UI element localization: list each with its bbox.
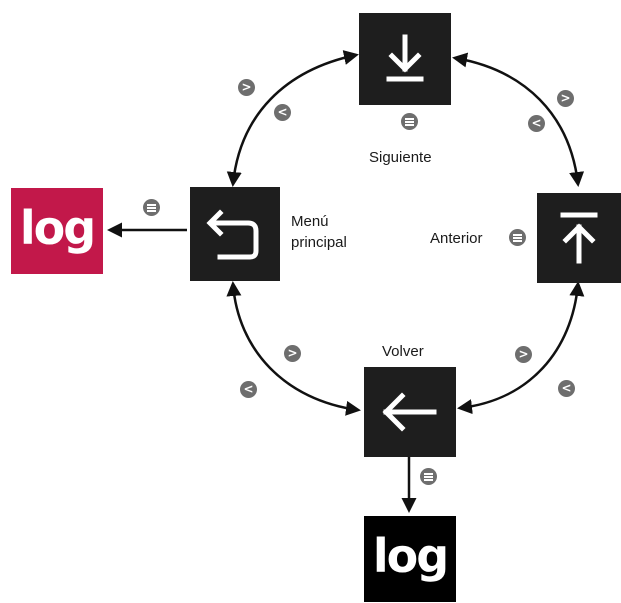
menu-principal-select-badge — [143, 199, 160, 216]
volver-select-badge — [420, 468, 437, 485]
siguiente-label: Siguiente — [369, 149, 432, 166]
upload-arrow-icon — [560, 212, 598, 264]
download-arrow-icon — [386, 34, 424, 82]
arrow-anterior-volver — [457, 281, 585, 415]
next-badge: > — [284, 345, 301, 362]
arrow-siguiente-anterior — [452, 52, 585, 187]
next-badge: > — [557, 90, 574, 107]
prev-badge: < — [240, 381, 257, 398]
volver-label: Volver — [382, 343, 424, 360]
menu-logo: log — [11, 188, 103, 274]
menu-principal-label: Menú principal — [291, 211, 347, 253]
anterior-select-badge — [509, 229, 526, 246]
left-arrow-icon — [382, 392, 437, 432]
next-badge: > — [515, 346, 532, 363]
return-arrow-icon — [206, 209, 259, 260]
menu-principal-label-line2: principal — [291, 234, 347, 251]
volver-tile[interactable] — [364, 367, 456, 457]
arrow-menu-volver — [226, 281, 361, 416]
arrow-siguiente-menu — [226, 50, 359, 187]
menu-principal-label-line1: Menú — [291, 213, 329, 230]
volver-logo: log — [364, 516, 456, 602]
siguiente-tile[interactable] — [359, 13, 451, 105]
menu-principal-tile[interactable] — [190, 187, 280, 281]
menu-logo-text: log — [19, 201, 96, 255]
anterior-tile[interactable] — [537, 193, 621, 283]
anterior-label: Anterior — [430, 230, 483, 247]
prev-badge: < — [274, 104, 291, 121]
prev-badge: < — [558, 380, 575, 397]
volver-logo-text: log — [372, 529, 449, 583]
next-badge: > — [238, 79, 255, 96]
siguiente-select-badge — [401, 113, 418, 130]
prev-badge: < — [528, 115, 545, 132]
